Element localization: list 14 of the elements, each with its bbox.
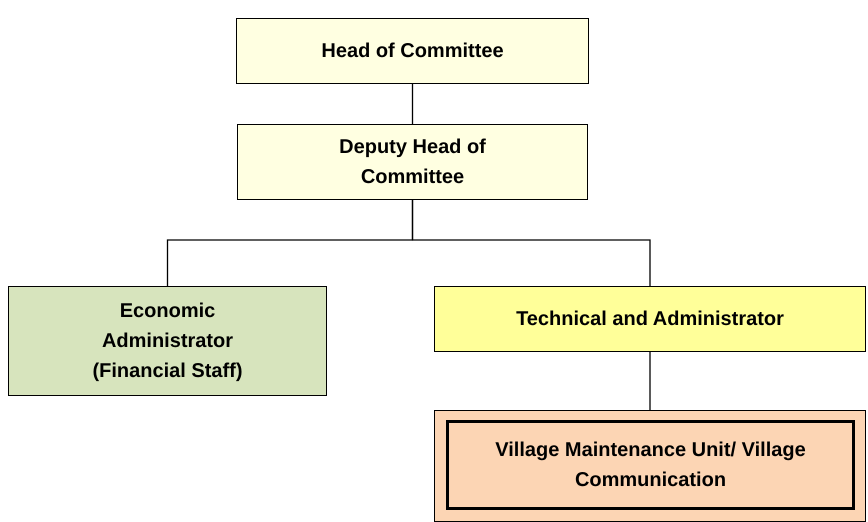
connector-line xyxy=(412,84,414,124)
org-box xyxy=(8,286,327,396)
frame-box xyxy=(434,410,866,522)
org-box xyxy=(236,18,589,84)
org-box xyxy=(434,286,866,352)
connector-line xyxy=(649,352,651,410)
org-box xyxy=(237,124,588,200)
box-label: Head of Committee xyxy=(321,39,504,64)
connector-line xyxy=(412,200,651,286)
org-box xyxy=(446,420,855,510)
box-label: Village Maintenance Unit/ Village Communication xyxy=(494,438,807,493)
box-label: Deputy Head of Committee xyxy=(338,135,487,190)
box-label: Economic Administrator (Financial Staff) xyxy=(91,299,244,384)
box-label: Technical and Administrator xyxy=(516,307,784,332)
